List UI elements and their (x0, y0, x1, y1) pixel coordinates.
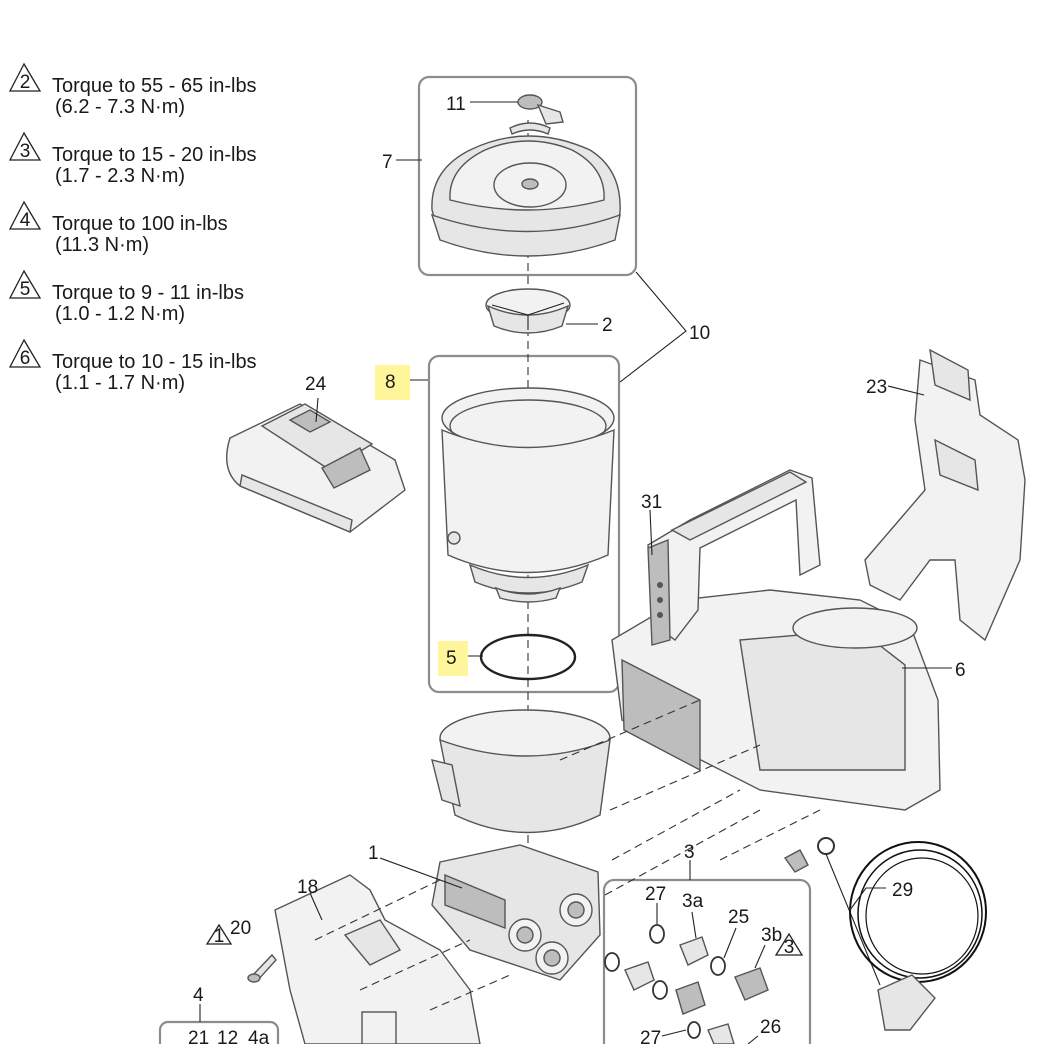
inline-triangle-number: 1 (214, 926, 225, 947)
lid-part (430, 135, 621, 257)
battery-part (226, 403, 406, 533)
kit-4-box (158, 1020, 280, 1044)
o-ring-part (479, 633, 577, 681)
filter-part (485, 288, 571, 334)
callout-26: 26 (760, 1017, 781, 1038)
handle-frame-part (647, 469, 821, 646)
warning-triangle-icon (8, 269, 42, 299)
ground-cable-part (783, 837, 987, 1031)
torque-note-number: 3 (20, 141, 31, 162)
valve-kit-items (604, 924, 769, 1044)
torque-note-line1: Torque to 15 - 20 in-lbs (52, 144, 257, 166)
torque-note-number: 6 (20, 348, 31, 369)
bracket-part (864, 348, 1026, 642)
cap-part (509, 94, 564, 135)
highlight-5 (438, 641, 468, 676)
callout-11: 11 (446, 94, 466, 115)
inline-triangle-number: 3 (784, 937, 795, 958)
warning-triangle-icon (205, 923, 233, 945)
torque-note-3: 3 Torque to 15 - 20 in-lbs (1.7 - 2.3 N·… (8, 131, 257, 187)
callout-3a: 3a (682, 891, 704, 912)
torque-note-line2: (1.0 - 1.2 N·m) (55, 303, 185, 325)
torque-note-line1: Torque to 55 - 65 in-lbs (52, 75, 257, 97)
callout-10: 10 (689, 323, 710, 344)
torque-note-line2: (11.3 N·m) (55, 234, 149, 256)
torque-note-line2: (1.1 - 1.7 N·m) (55, 372, 185, 394)
torque-note-5: 5 Torque to 9 - 11 in-lbs (1.0 - 1.2 N·m… (8, 269, 244, 325)
callout-6: 6 (955, 660, 966, 681)
hopper-assembly-box (427, 354, 621, 694)
torque-note-line1: Torque to 9 - 11 in-lbs (52, 282, 244, 304)
callout-24: 24 (305, 374, 327, 395)
callout-labels: 11 7 2 10 8 24 23 31 5 6 1 18 3 27 3a 25… (188, 94, 966, 1044)
pump-part (431, 844, 601, 981)
torque-note-number: 4 (20, 210, 31, 231)
warning-triangle-icon (774, 932, 804, 956)
cup-part (431, 709, 611, 834)
torque-note-4: 4 Torque to 100 in-lbs (11.3 N·m) (8, 200, 228, 256)
bolt-part (247, 953, 277, 983)
torque-note-6: 6 Torque to 10 - 15 in-lbs (1.1 - 1.7 N·… (8, 338, 257, 394)
callout-25: 25 (728, 907, 749, 928)
torque-note-2: 2 Torque to 55 - 65 in-lbs (6.2 - 7.3 N·… (8, 62, 257, 118)
callout-20: 20 (230, 918, 251, 939)
leader-lines (199, 101, 952, 1044)
callout-1: 1 (368, 843, 379, 864)
warning-triangle-icon (8, 200, 42, 230)
torque-note-number: 2 (20, 72, 31, 93)
callout-21: 21 (188, 1028, 209, 1044)
torque-note-line2: (1.7 - 2.3 N·m) (55, 165, 185, 187)
hopper-part (441, 387, 615, 603)
callout-7: 7 (382, 152, 393, 173)
torque-note-line1: Torque to 10 - 15 in-lbs (52, 351, 257, 373)
assembly-dash-lines (314, 699, 821, 1011)
torque-note-line2: (6.2 - 7.3 N·m) (55, 96, 185, 118)
back-plate-part (274, 874, 481, 1044)
callout-31: 31 (641, 492, 662, 513)
torque-note-line1: Torque to 100 in-lbs (52, 213, 228, 235)
callout-4: 4 (193, 985, 204, 1006)
callout-4a: 4a (248, 1028, 270, 1044)
torque-note-number: 5 (20, 279, 31, 300)
callout-18: 18 (297, 877, 318, 898)
callout-5: 5 (446, 648, 457, 669)
warning-triangle-icon (8, 131, 42, 161)
callout-3: 3 (684, 842, 695, 863)
highlight-8 (375, 365, 410, 400)
housing-part (611, 589, 941, 811)
callout-29: 29 (892, 880, 913, 901)
warning-triangle-icon (8, 338, 42, 368)
callout-2: 2 (602, 315, 613, 336)
valve-kit-box (602, 878, 812, 1044)
callout-27: 27 (645, 884, 666, 905)
warning-triangle-icon (8, 62, 42, 92)
callout-3b: 3b (761, 925, 782, 946)
lid-assembly-box (417, 75, 638, 277)
callout-27: 27 (640, 1028, 661, 1044)
callout-23: 23 (866, 377, 887, 398)
callout-8: 8 (385, 372, 396, 393)
callout-12: 12 (217, 1028, 238, 1044)
torque-legend: 2 Torque to 55 - 65 in-lbs (6.2 - 7.3 N·… (8, 62, 257, 394)
